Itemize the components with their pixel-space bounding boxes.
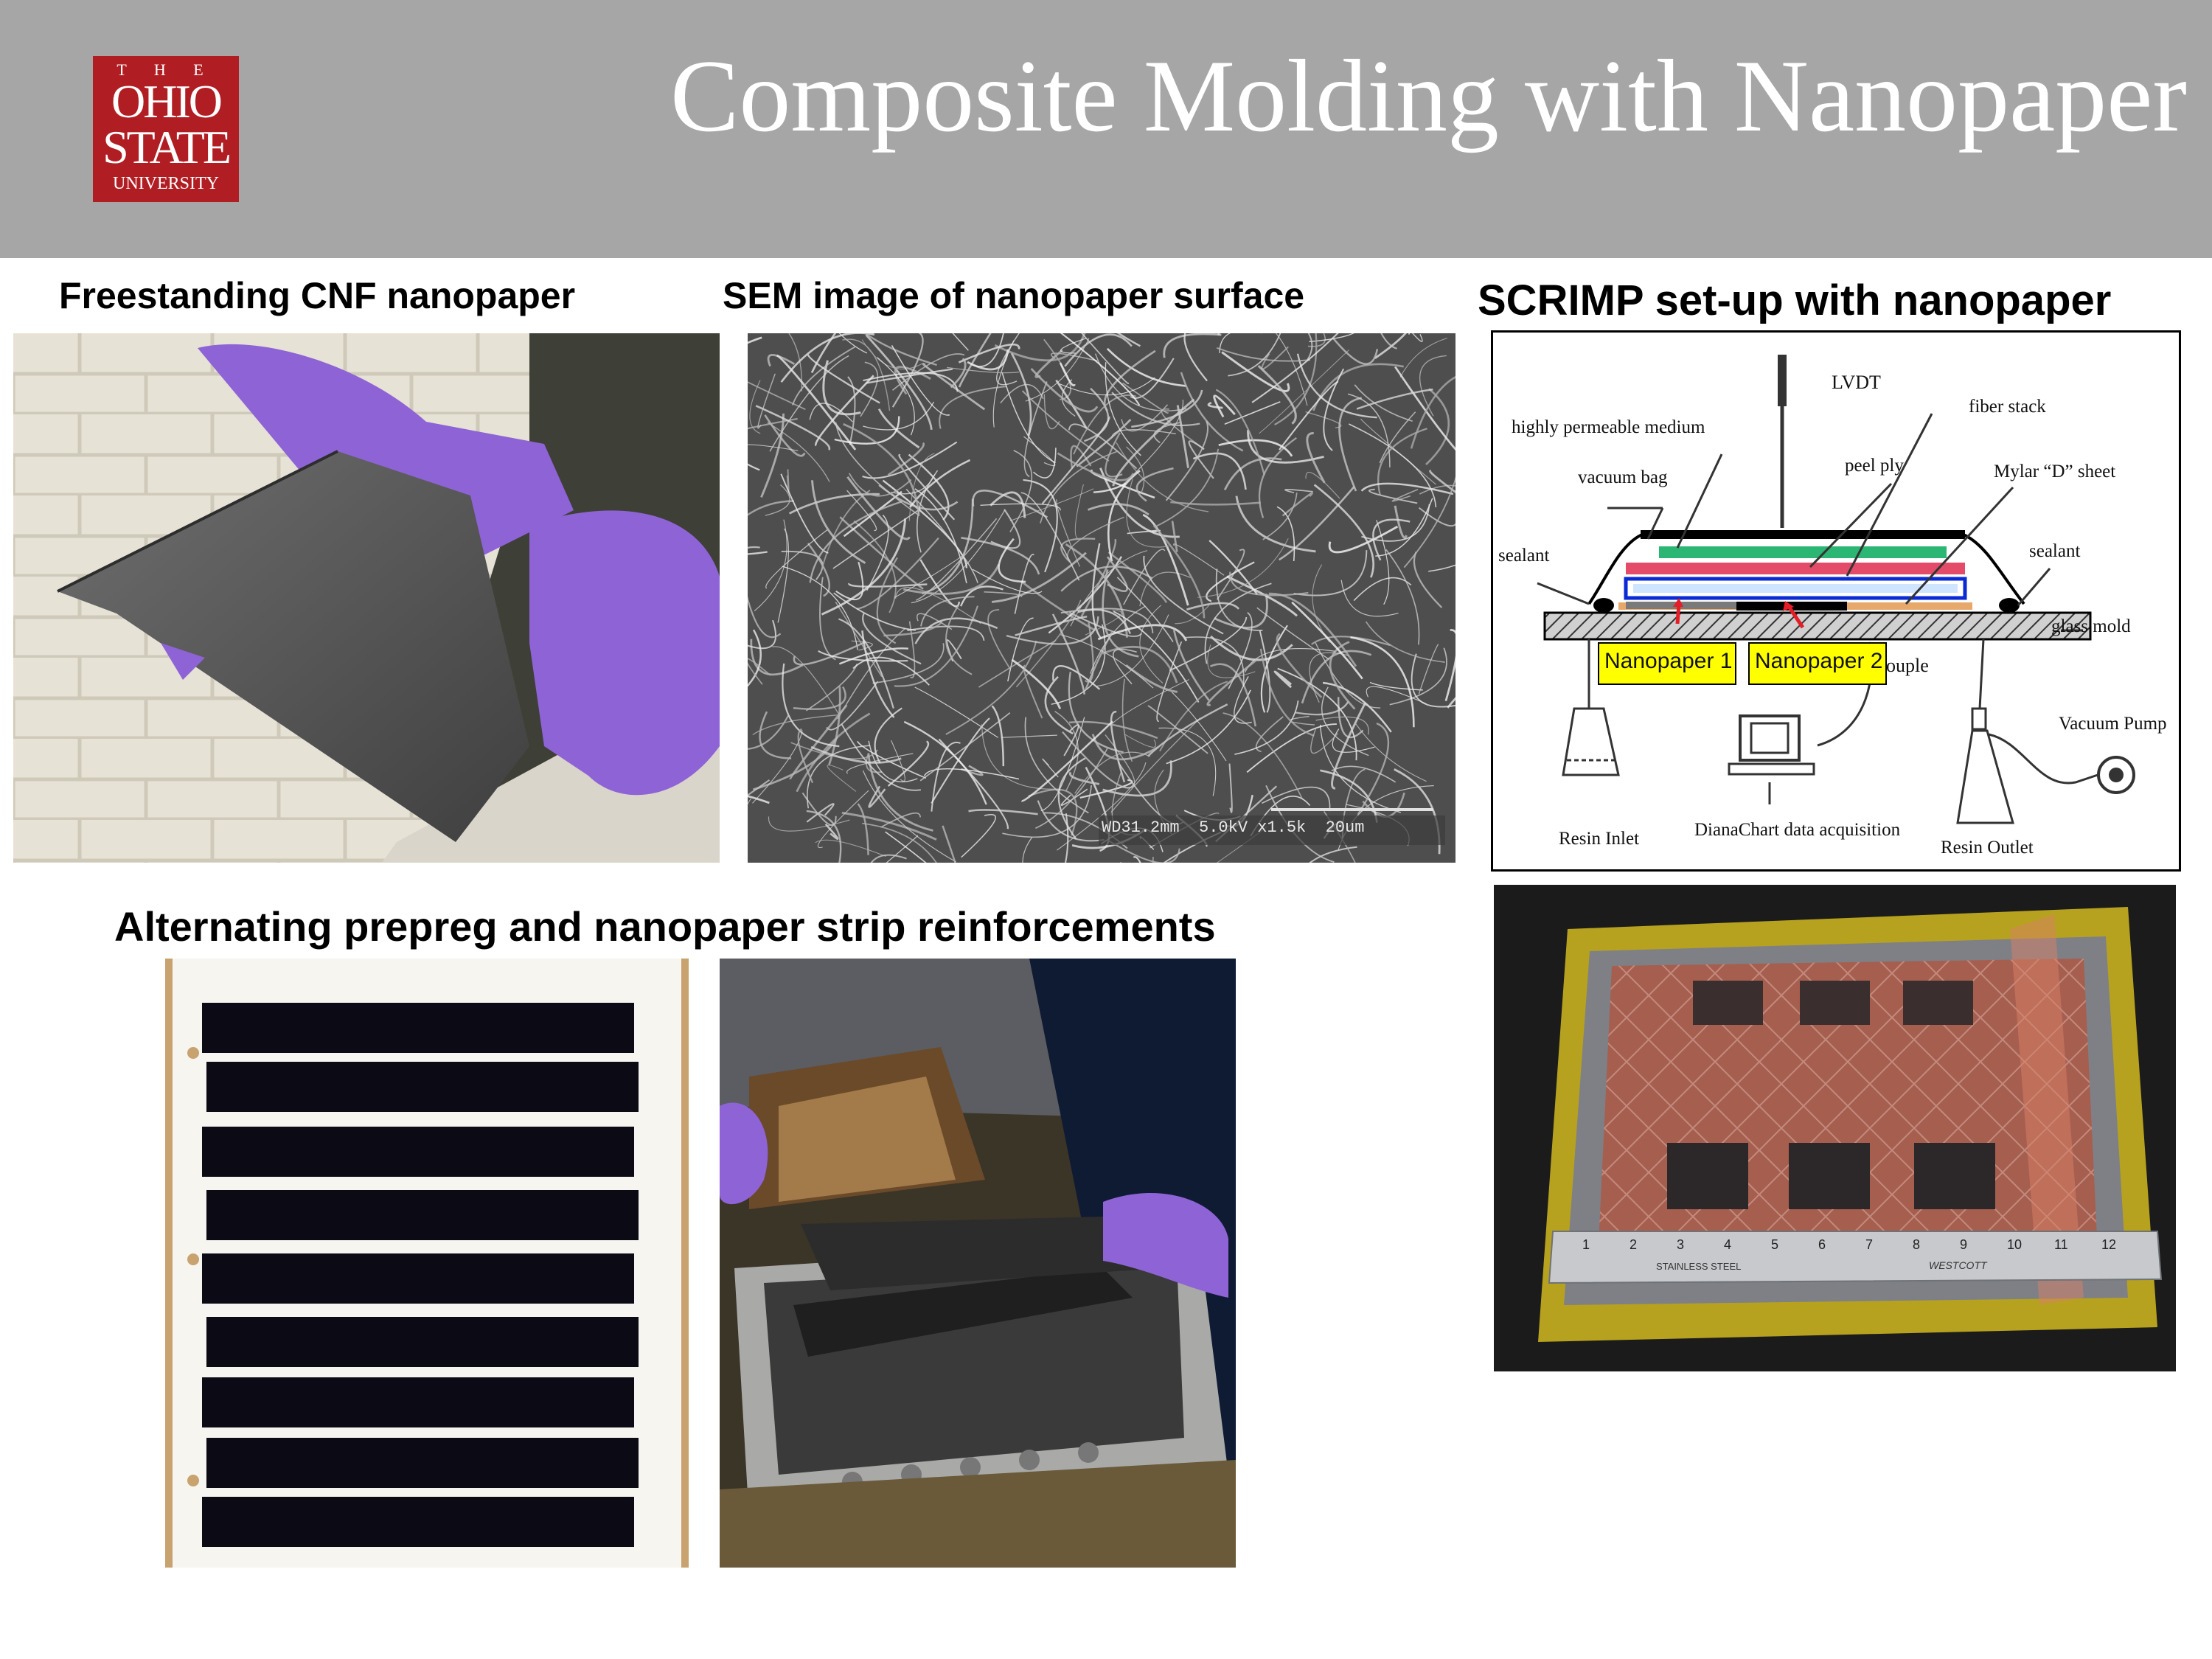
nanopaper1-label-box [1598, 642, 1736, 685]
sem-scale-bar-bg [1099, 815, 1445, 845]
caption-sem: SEM image of nanopaper surface [723, 275, 1305, 316]
ruler-number: 4 [1724, 1237, 1732, 1252]
diagram-label-vacuum-pump: Vacuum Pump [2059, 714, 2167, 734]
freestanding-nanopaper-photo [13, 333, 720, 863]
black-strip [202, 1127, 634, 1177]
ruler-maker: WESTCOTT [1929, 1259, 1987, 1271]
black-strip [202, 1003, 634, 1053]
logo-state: STATE [102, 121, 232, 173]
logo-ohio: OHIO [111, 75, 223, 128]
caption-scrimp: SCRIMP set-up with nanopaper [1478, 276, 2112, 324]
black-strip [206, 1190, 639, 1240]
ohio-state-logo: T H E OHIO STATE UNIVERSITY [93, 56, 239, 202]
freestanding-nanopaper-illustration [13, 333, 720, 863]
caption-alternating: Alternating prepreg and nanopaper strip … [114, 903, 1216, 950]
diagram-label-glass-mold: glass mold [2051, 616, 2131, 636]
black-strip [206, 1062, 639, 1112]
diagram-label-peel-ply: peel ply [1845, 456, 1904, 476]
diagram-label-resin-inlet: Resin Inlet [1559, 829, 1640, 849]
mold-illustration [720, 959, 1236, 1568]
binder-hole-3 [187, 1475, 199, 1486]
ruler-number: 1 [1582, 1237, 1590, 1252]
black-strip [206, 1438, 639, 1488]
black-strip [202, 1253, 634, 1304]
diagram-label-highly-permeable: highly permeable medium [1512, 417, 1705, 437]
prepreg-strips-photo [165, 959, 689, 1568]
ruler-brand: STAINLESS STEEL [1656, 1261, 1742, 1272]
scrimp-diagram-drawing [1537, 355, 2135, 824]
ruler-number: 3 [1677, 1237, 1685, 1252]
black-strip [206, 1317, 639, 1367]
diagram-label-fiber-stack: fiber stack [1969, 397, 2046, 417]
ruler-number: 12 [2101, 1237, 2117, 1252]
ruler-number: 10 [2007, 1237, 2023, 1252]
black-strip [202, 1377, 634, 1427]
nanopaper2-label-box [1748, 642, 1887, 685]
scrimp-diagram [1491, 330, 2181, 872]
ruler-number: 11 [2054, 1237, 2068, 1252]
sem-fiber-texture [748, 333, 1455, 863]
diagram-label-thermocouple: ouple [1886, 655, 1929, 676]
slide-header [0, 0, 2212, 258]
molded-plate-illustration [1494, 885, 2176, 1371]
diagram-label-sealant-right: sealant [2029, 541, 2081, 561]
ruler-number: 5 [1771, 1237, 1779, 1252]
ruler-number: 8 [1913, 1237, 1921, 1252]
diagram-label-sealant-left: sealant [1498, 546, 1550, 566]
caption-freestanding: Freestanding CNF nanopaper [59, 275, 576, 316]
diagram-label-resin-outlet: Resin Outlet [1941, 838, 2034, 858]
mold-photo [720, 959, 1236, 1568]
ruler-number: 9 [1960, 1237, 1968, 1252]
sem-scale-bar [1271, 808, 1433, 811]
ruler-number: 6 [1818, 1237, 1826, 1252]
diagram-label-vacuum-bag: vacuum bag [1578, 467, 1668, 487]
diagram-label-nanopaper2: Nanopaper 2 [1755, 649, 1883, 673]
ruler-number: 7 [1865, 1237, 1874, 1252]
binder-hole-2 [187, 1253, 199, 1265]
sem-image: WD31.2mm 5.0kV x1.5k 20um [748, 333, 1455, 863]
logo-university: UNIVERSITY [113, 174, 219, 193]
diagram-label-nanopaper1: Nanopaper 1 [1604, 649, 1733, 673]
ruler-number: 2 [1630, 1237, 1638, 1252]
diagram-label-mylar: Mylar “D” sheet [1994, 462, 2116, 481]
diagram-label-lvdt: LVDT [1832, 372, 1881, 393]
black-strip [202, 1497, 634, 1547]
sem-scale-text: WD31.2mm 5.0kV x1.5k 20um [1102, 818, 1365, 837]
logo-the: T H E [116, 60, 215, 79]
binder-hole-1 [187, 1047, 199, 1059]
diagram-label-dianachart: DianaChart data acquisition [1694, 820, 1901, 840]
slide-title: Composite Molding with Nanopaper [669, 39, 2187, 153]
